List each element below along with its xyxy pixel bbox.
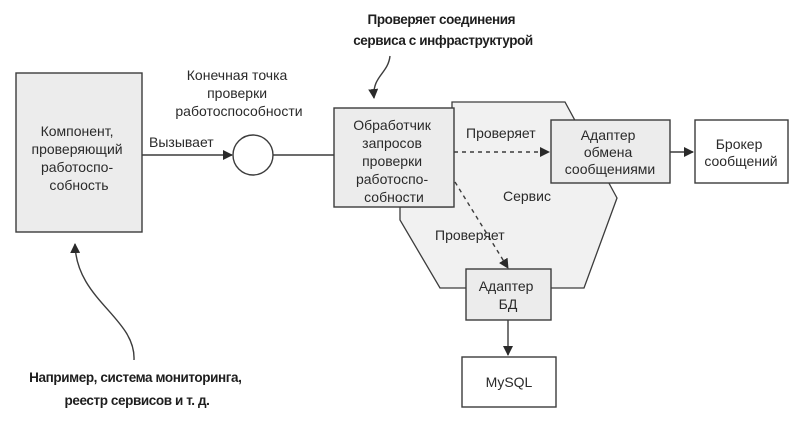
calls-label: Вызывает	[149, 134, 214, 150]
client-box[interactable]	[15, 72, 143, 233]
mysql-label: MySQL	[486, 374, 533, 390]
service-label: Сервис	[503, 188, 551, 204]
handler-note: Проверяет соединения сервиса с инфрастру…	[353, 12, 533, 48]
client-note-arrow	[70, 243, 135, 361]
checks-db-edge	[454, 181, 509, 269]
db-adapter-label: Адаптер БД	[479, 278, 538, 312]
handler-note-arrow	[368, 55, 391, 99]
client-note: Например, система мониторинга, реестр се…	[29, 370, 245, 408]
db-adapter-box[interactable]	[465, 268, 552, 321]
endpoint-circle[interactable]	[232, 134, 274, 176]
messaging-adapter-box[interactable]	[550, 119, 671, 184]
checks-db-label: Проверяет	[435, 227, 505, 243]
client-label: Компонент, проверяющий работоспо- собнос…	[32, 123, 127, 193]
messaging-adapter-label: Адаптер обмена сообщениями	[565, 127, 655, 177]
checks-messaging-label: Проверяет	[466, 125, 536, 141]
broker-box[interactable]	[694, 119, 789, 184]
mysql-box[interactable]	[461, 356, 557, 408]
endpoint-label: Конечная точка проверки работоспособност…	[175, 67, 302, 119]
broker-label: Брокер сообщений	[704, 136, 777, 169]
handler-box[interactable]	[333, 107, 455, 208]
handler-label: Обработчик запросов проверки работоспо- …	[353, 117, 435, 205]
